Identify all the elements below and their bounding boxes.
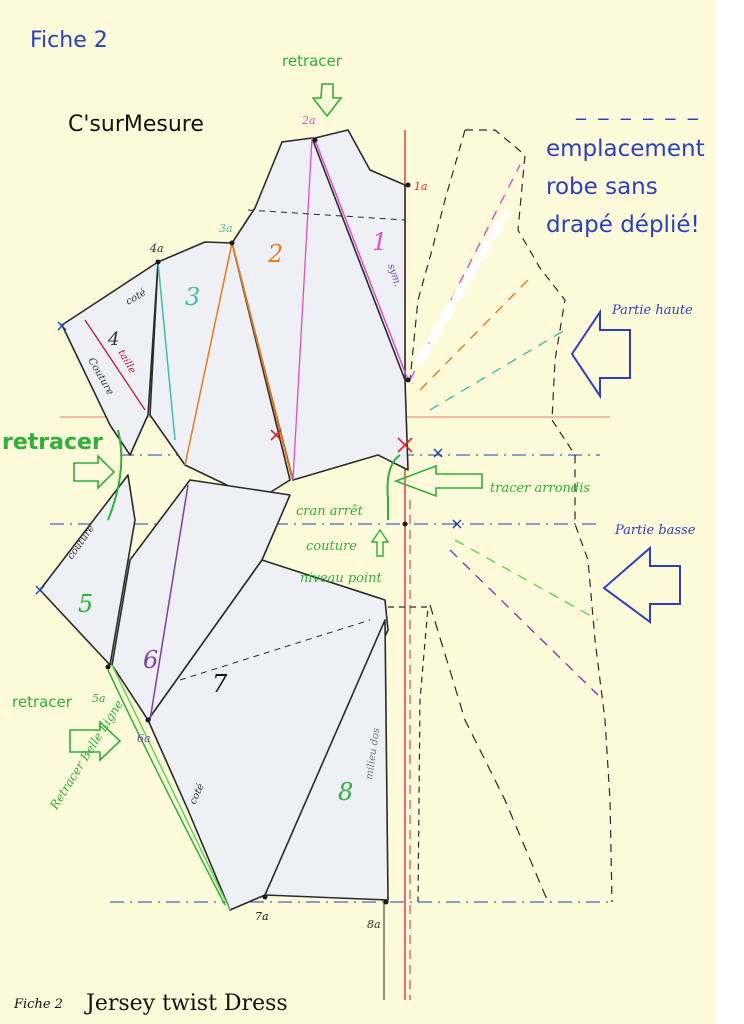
partie-basse-label: Partie basse — [615, 523, 696, 538]
purple-fold-line — [449, 549, 599, 696]
point-dots — [105, 137, 411, 905]
couture-label: couture — [306, 539, 357, 554]
legend-line-2: robe sans — [546, 174, 658, 200]
retracer-top-label: retracer — [282, 52, 342, 70]
point-label-2a: 2a — [301, 114, 316, 127]
pattern-pieces — [39, 129, 409, 911]
piece-1-slash — [314, 139, 409, 381]
niveau-point-label: niveau point — [300, 571, 382, 586]
retracer-arc-left — [107, 429, 123, 521]
red-cross-marks — [270, 429, 413, 453]
footer-title: Jersey twist Dress — [86, 991, 288, 1016]
piece-8-shape — [264, 619, 389, 901]
legend-dash-sample: _ _ _ _ _ _ — [576, 96, 701, 120]
piece-number-6: 6 — [143, 646, 158, 674]
piece-2-orange-edge — [231, 242, 293, 479]
cross-mark — [57, 321, 67, 331]
paper-margin — [716, 0, 744, 1024]
point-label-4a: 4a — [149, 242, 164, 255]
green-fold-line — [454, 539, 599, 621]
original-neckline — [409, 129, 466, 381]
original-back-outline — [388, 606, 429, 903]
point-label-7a: 7a — [255, 910, 269, 923]
piece-3-shape — [149, 241, 291, 501]
point-label-6a: 6a — [137, 732, 151, 745]
partie-haute-label: Partie haute — [612, 303, 693, 318]
retracer-left-arrow-icon — [73, 454, 116, 490]
piece-2-slash — [292, 137, 313, 481]
footer-fiche: Fiche 2 — [14, 997, 63, 1012]
partie-haute-arrow-icon — [570, 308, 631, 400]
piece-number-1: 1 — [372, 228, 387, 256]
point-dot — [402, 521, 408, 527]
piece-2-dashed-line — [247, 209, 406, 221]
piece-number-group: 1 2 3 4 5 6 7 8 — [78, 228, 387, 806]
piece-number-8: 8 — [338, 778, 353, 806]
point-dot — [312, 137, 318, 143]
piece-number-2: 2 — [267, 240, 283, 268]
tracer-arrondis-label: tracer arrondis — [490, 481, 591, 496]
partie-basse-arrow-icon — [602, 545, 681, 624]
retracer-bottom-arrow-icon — [69, 720, 122, 762]
point-dot — [383, 899, 389, 905]
piece-4-red-line — [84, 319, 146, 411]
piece-7-green-edge — [111, 664, 231, 911]
piece-7-dashed-line — [179, 619, 371, 681]
cran-arret-label: cran arrêt — [296, 504, 363, 519]
tracer-arrondis-arrow-icon — [393, 464, 483, 498]
legend-line-1: emplacement — [546, 136, 705, 162]
piece-2-shape — [231, 137, 409, 481]
teal-fold-line — [429, 329, 566, 411]
retracer-arc-bottom — [107, 669, 226, 906]
original-skirt-dart — [429, 604, 549, 903]
point-dot — [262, 894, 268, 900]
point-label-1a: 1a — [414, 180, 428, 193]
point-dot — [105, 664, 111, 670]
piece-3-teal-edge — [157, 261, 176, 441]
point-dot — [155, 259, 161, 265]
point-label-8a: 8a — [367, 918, 381, 931]
cross-marks — [35, 321, 462, 595]
point-label-group: 1a 2a 3a 4a 5a 6a 7a 8a — [92, 114, 428, 931]
retracer-bottom-label: retracer — [12, 693, 72, 711]
retracer-top-arrow-icon — [311, 83, 343, 118]
point-dot — [405, 377, 411, 383]
piece-number-7: 7 — [212, 670, 228, 698]
cross-mark — [452, 519, 462, 529]
brand-title: C'surMesure — [68, 112, 204, 137]
couture-arrow-icon — [370, 528, 390, 557]
retracer-left-label: retracer — [2, 430, 103, 455]
cross-mark — [35, 585, 45, 595]
point-dot — [405, 182, 411, 188]
cross-mark — [397, 437, 413, 453]
cross-mark — [433, 448, 443, 458]
orange-fold-line — [419, 279, 529, 391]
white-correction-marks — [415, 210, 510, 365]
piece-number-4: 4 — [107, 329, 119, 350]
piece-5-shape — [39, 474, 136, 666]
piece-6-purple-edge — [149, 484, 189, 721]
piece-number-3: 3 — [185, 283, 200, 311]
point-label-5a: 5a — [92, 692, 106, 705]
point-dot — [229, 240, 235, 246]
point-label-3a: 3a — [219, 222, 233, 235]
legend-line-3: drapé déplié! — [546, 212, 700, 238]
point-dot — [145, 717, 151, 723]
piece-number-5: 5 — [78, 590, 93, 618]
fiche-title: Fiche 2 — [30, 28, 108, 53]
tracer-arrondis-curve — [386, 454, 401, 520]
cross-mark — [270, 429, 282, 441]
piece-3-orange-edge — [184, 242, 233, 466]
original-dress-outline — [465, 129, 613, 903]
